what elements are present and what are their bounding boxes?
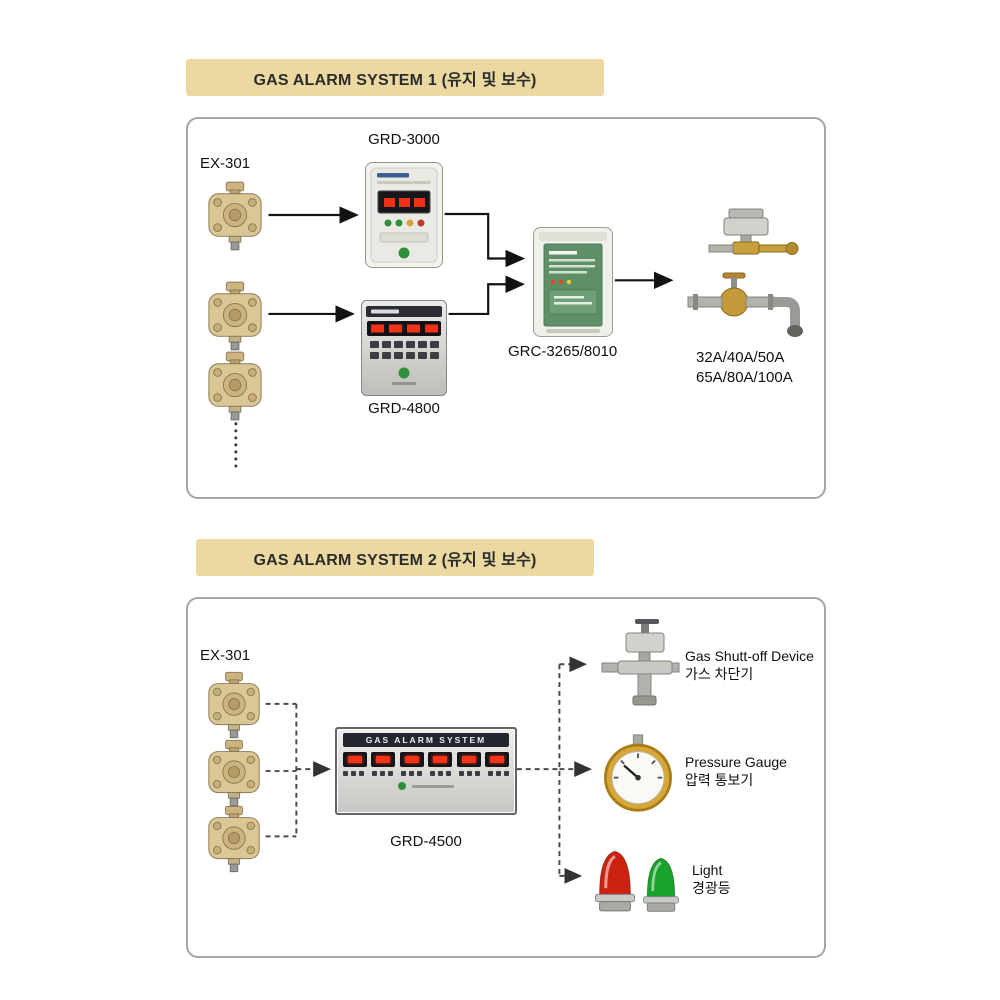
valve-sizes-line2: 65A/80A/100A <box>696 369 793 386</box>
led-display <box>343 752 367 767</box>
panel-footer <box>343 782 509 790</box>
grd-4500-label: GRD-4500 <box>390 833 462 850</box>
grd-3000-controller-icon <box>364 161 444 269</box>
system1-diagram-box: EX-301 GRD-3000 <box>186 117 826 499</box>
gas-detector-icon <box>206 281 264 351</box>
ball-valve-pipe-icon <box>686 271 808 343</box>
gas-detector-icon <box>206 181 264 251</box>
pressure-gauge-icon <box>600 733 676 813</box>
output-label-ko: 경광등 <box>692 880 731 896</box>
output-label-ko: 압력 통보기 <box>685 772 754 788</box>
brand-logo-icon <box>398 782 406 790</box>
panel-led-displays <box>343 752 509 767</box>
output-label-en: Gas Shutt-off Device <box>685 648 814 664</box>
led-display <box>371 752 396 767</box>
output-label-en: Light <box>692 862 723 878</box>
led-display <box>456 752 481 767</box>
gas-detector-icon <box>206 805 262 873</box>
system2-header-banner: GAS ALARM SYSTEM 2 (유지 및 보수) <box>196 539 594 576</box>
grd-4800-controller-icon <box>360 299 448 397</box>
output-label-pressure-gauge: Pressure Gauge 압력 통보기 <box>685 753 787 789</box>
shutoff-valve-actuator-icon <box>693 207 805 269</box>
system1-detector-label: EX-301 <box>200 155 251 172</box>
led-display <box>484 752 509 767</box>
output-label-en: Pressure Gauge <box>685 754 787 770</box>
valve-sizes-line1: 32A/40A/50A <box>696 349 785 366</box>
output-label-light: Light 경광등 <box>692 861 731 897</box>
system1-header-text: GAS ALARM SYSTEM 1 (유지 및 보수) <box>253 71 537 89</box>
gas-detector-icon <box>206 351 264 421</box>
system2-header-text: GAS ALARM SYSTEM 2 (유지 및 보수) <box>253 551 537 569</box>
grd-4500-panel: GAS ALARM SYSTEM <box>335 727 517 815</box>
output-label-ko: 가스 차단기 <box>685 666 754 682</box>
led-display <box>428 752 453 767</box>
panel-buttons-row <box>343 771 509 776</box>
grc-label: GRC-3265/8010 <box>508 343 618 360</box>
panel-title: GAS ALARM SYSTEM <box>343 733 509 747</box>
led-display <box>399 752 424 767</box>
gas-shutoff-device-icon <box>595 617 681 711</box>
grd-4800-label: GRD-4800 <box>368 400 440 417</box>
grd-3000-label: GRD-3000 <box>368 131 440 148</box>
system2-detector-label: EX-301 <box>200 647 251 664</box>
gas-detector-icon <box>206 671 262 739</box>
gas-detector-icon <box>206 739 262 807</box>
warning-light-red-icon <box>590 841 640 915</box>
warning-light-green-icon <box>638 849 684 915</box>
output-label-gas-shutoff: Gas Shutt-off Device 가스 차단기 <box>685 647 814 683</box>
grc-receiver-icon <box>532 226 614 338</box>
system2-diagram-box: EX-301 GAS ALARM SYSTEM <box>186 597 826 958</box>
system1-header-banner: GAS ALARM SYSTEM 1 (유지 및 보수) <box>186 59 604 96</box>
